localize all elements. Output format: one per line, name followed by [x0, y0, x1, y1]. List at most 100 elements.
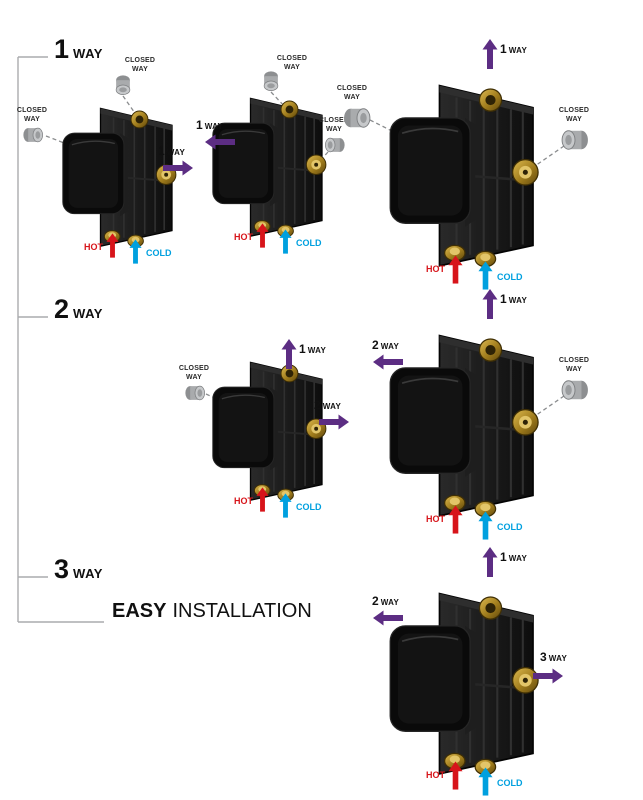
way-number: 1 — [299, 342, 306, 356]
valve-body-illustration — [205, 88, 335, 244]
way-word: WAY — [380, 342, 400, 351]
closed-way-label: CLOSED WAY — [17, 106, 47, 124]
plug-svg — [114, 74, 132, 96]
way-1-arrow — [204, 134, 236, 150]
way-1-arrow — [482, 288, 498, 320]
valve-body-illustration — [380, 322, 550, 526]
closed-way-label-line2: WAY — [326, 126, 342, 134]
tagline-regular-text: INSTALLATION — [172, 600, 312, 622]
tagline-bold-text: EASY — [112, 600, 167, 622]
section-number: 3 — [54, 554, 70, 584]
closed-way-plug-icon — [342, 106, 372, 130]
closed-way-label-line2: WAY — [24, 116, 40, 124]
section-number: 2 — [54, 294, 70, 324]
way-word: WAY — [508, 554, 528, 563]
section-number: 1 — [54, 34, 70, 64]
hot-arrow-icon — [448, 254, 463, 285]
hot-arrow-icon — [448, 504, 463, 535]
hot-arrow — [448, 504, 463, 535]
plug-svg — [560, 378, 590, 402]
hot-label: HOT — [426, 514, 445, 524]
section-heading-2-way: 2 WAY — [54, 294, 103, 325]
closed-way-plug-icon — [22, 126, 44, 144]
plug-svg — [560, 128, 590, 152]
way-1-arrow — [482, 546, 498, 578]
hot-label: HOT — [426, 770, 445, 780]
section-heading-3-way: 3 WAY — [54, 554, 103, 585]
way-1-arrow-icon — [162, 160, 194, 176]
valve-svg — [205, 88, 335, 244]
closed-way-label-line2: WAY — [344, 94, 360, 102]
hot-arrow-icon — [256, 486, 269, 513]
plug-svg — [342, 106, 372, 130]
cold-arrow — [478, 510, 493, 541]
section-word: WAY — [73, 46, 103, 61]
way-1-arrow — [482, 38, 498, 70]
cold-label: COLD — [497, 522, 523, 532]
way-word: WAY — [508, 296, 528, 305]
cold-label: COLD — [497, 778, 523, 788]
closed-way-plug-icon — [560, 128, 590, 152]
way-number: 1 — [158, 144, 165, 158]
way-number: 2 — [372, 594, 379, 608]
cold-arrow — [478, 766, 493, 797]
way-2-arrow — [372, 354, 404, 370]
valve-body-illustration — [380, 580, 550, 784]
closed-way-label-line1: CLOSED — [558, 107, 590, 114]
way-3-arrow-icon — [532, 668, 564, 684]
way-2-arrow — [372, 610, 404, 626]
way-number: 1 — [196, 118, 203, 132]
plug-svg — [184, 384, 206, 402]
cold-label: COLD — [296, 502, 322, 512]
way-number: 3 — [540, 650, 547, 664]
cold-label: COLD — [296, 238, 322, 248]
cold-arrow — [279, 492, 292, 519]
hot-arrow — [256, 486, 269, 513]
way-number: 2 — [372, 338, 379, 352]
way-word: WAY — [204, 122, 224, 131]
closed-way-plug-icon — [112, 76, 134, 94]
cold-arrow — [129, 238, 142, 265]
hot-label: HOT — [234, 496, 253, 506]
cold-arrow-icon — [279, 492, 292, 519]
way-2-arrow-icon — [372, 610, 404, 626]
valve-body-illustration — [380, 72, 550, 276]
way-word: WAY — [508, 46, 528, 55]
closed-way-label-line2: WAY — [186, 374, 202, 382]
section-heading-1-way: 1 WAY — [54, 34, 103, 65]
closed-way-label-line1: CLOSED — [16, 107, 48, 114]
valve-body-illustration — [205, 352, 335, 508]
section-word: WAY — [73, 566, 103, 581]
valve-body-illustration — [55, 98, 185, 254]
way-1-arrow — [162, 160, 194, 176]
way-1-arrow-icon — [482, 288, 498, 320]
closed-way-plug-icon — [560, 378, 590, 402]
hot-arrow-icon — [256, 222, 269, 249]
way-word: WAY — [548, 654, 568, 663]
valve-svg — [205, 352, 335, 508]
cold-label: COLD — [497, 272, 523, 282]
plug-svg — [22, 126, 44, 144]
cold-arrow-icon — [478, 510, 493, 541]
hot-label: HOT — [234, 232, 253, 242]
cold-arrow — [279, 228, 292, 255]
hot-arrow-icon — [448, 760, 463, 791]
way-number: 1 — [500, 292, 507, 306]
way-word: WAY — [322, 402, 342, 411]
closed-way-plug-icon — [184, 384, 206, 402]
hot-arrow — [106, 232, 119, 259]
valve-svg — [55, 98, 185, 254]
closed-way-plug-icon — [324, 136, 346, 154]
closed-way-label-line1: CLOSED — [336, 85, 368, 92]
closed-way-label-line2: WAY — [284, 64, 300, 72]
hot-arrow-icon — [106, 232, 119, 259]
